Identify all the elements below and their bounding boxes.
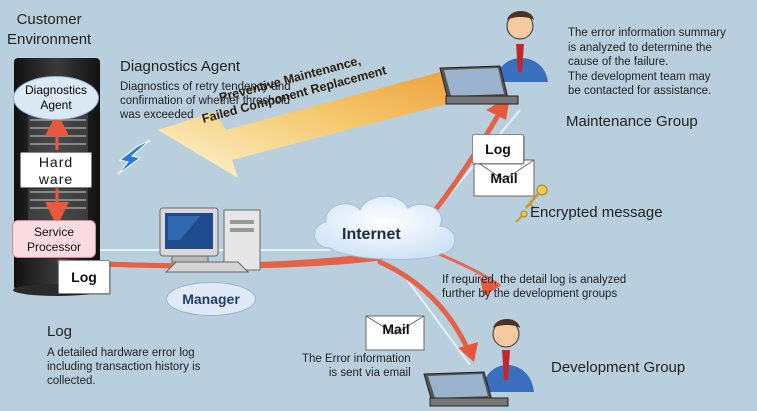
maintenance-desc-line-2: is analyzed to determine the — [568, 41, 712, 54]
log-desc-line-2: including transaction history is — [47, 361, 201, 373]
maintenance-desc-line-5: be contacted for assistance. — [568, 85, 712, 97]
key-icon — [525, 184, 548, 209]
email-note: The Error information is sent via email — [302, 352, 411, 380]
computer-icon — [159, 207, 261, 273]
diagnostics-agent-bubble: Diagnostics Agent — [13, 76, 99, 120]
log-section-title: Log — [47, 323, 73, 340]
hardware-line-1: Hard — [38, 154, 74, 170]
maintenance-desc-line-3: cause of the failure. — [568, 56, 669, 68]
email-note-line-1: The Error information — [302, 353, 411, 365]
internet-cloud — [314, 195, 456, 260]
internet-label: Internet — [342, 226, 401, 243]
mail-card-development: Mail — [382, 321, 410, 337]
manager-pill: Manager — [166, 282, 256, 316]
mail-envelope-bottom-shape — [365, 315, 425, 351]
detail-note-line-2: further by the development groups — [442, 288, 618, 300]
log-card-maintenance: Log — [472, 134, 524, 164]
log-card-customer: Log — [58, 260, 110, 294]
bubble-line-2: Agent — [40, 98, 72, 112]
lightning-icon — [117, 139, 151, 175]
maintenance-desc-line-1: The error information summary — [568, 27, 726, 39]
diagnostics-desc-line-2: confirmation of whether threshold — [120, 95, 291, 107]
maintenance-desc-line-4: The development team may — [568, 70, 711, 83]
customer-line-1: Customer — [16, 11, 82, 28]
maintenance-group-title: Maintenance Group — [566, 113, 698, 130]
diagnostics-agent-title: Diagnostics Agent — [120, 58, 241, 75]
diagnostics-agent-desc: Diagnostics of retry tendency and confir… — [120, 80, 291, 122]
hardware-card: Hard ware — [20, 152, 92, 188]
service-processor-card: Service Processor — [12, 220, 96, 258]
customer-line-2: Environment — [7, 31, 92, 48]
diagnostics-desc-line-1: Diagnostics of retry tendency and — [120, 81, 291, 93]
encrypted-message-label: Encrypted message — [530, 204, 663, 221]
detail-note-line-1: If required, the detail log is analyzed — [442, 274, 627, 286]
customer-environment-label: Customer Environment — [7, 10, 91, 50]
bubble-line-1: Diagnostics — [24, 83, 88, 97]
log-section-desc: A detailed hardware error log including … — [47, 346, 200, 388]
email-note-line-2: is sent via email — [328, 367, 411, 379]
processor-line-1: Service — [33, 225, 74, 239]
development-person-icon — [423, 319, 534, 407]
development-group-title: Development Group — [551, 359, 686, 376]
key-small-icon — [515, 210, 528, 223]
processor-line-2: Processor — [26, 240, 82, 254]
preventive-arrow — [158, 66, 470, 178]
detail-note: If required, the detail log is analyzed … — [442, 273, 626, 301]
log-desc-line-3: collected. — [47, 375, 96, 387]
maintenance-desc: The error information summary is analyze… — [568, 26, 726, 99]
diagnostics-desc-line-3: was exceeded — [120, 109, 194, 121]
log-desc-line-1: A detailed hardware error log — [47, 347, 195, 359]
maintenance-person-icon — [439, 11, 548, 105]
hardware-line-2: ware — [38, 171, 74, 187]
mail-envelope-top-shape — [473, 159, 535, 197]
mail-card-maintenance: Mail — [490, 170, 518, 186]
